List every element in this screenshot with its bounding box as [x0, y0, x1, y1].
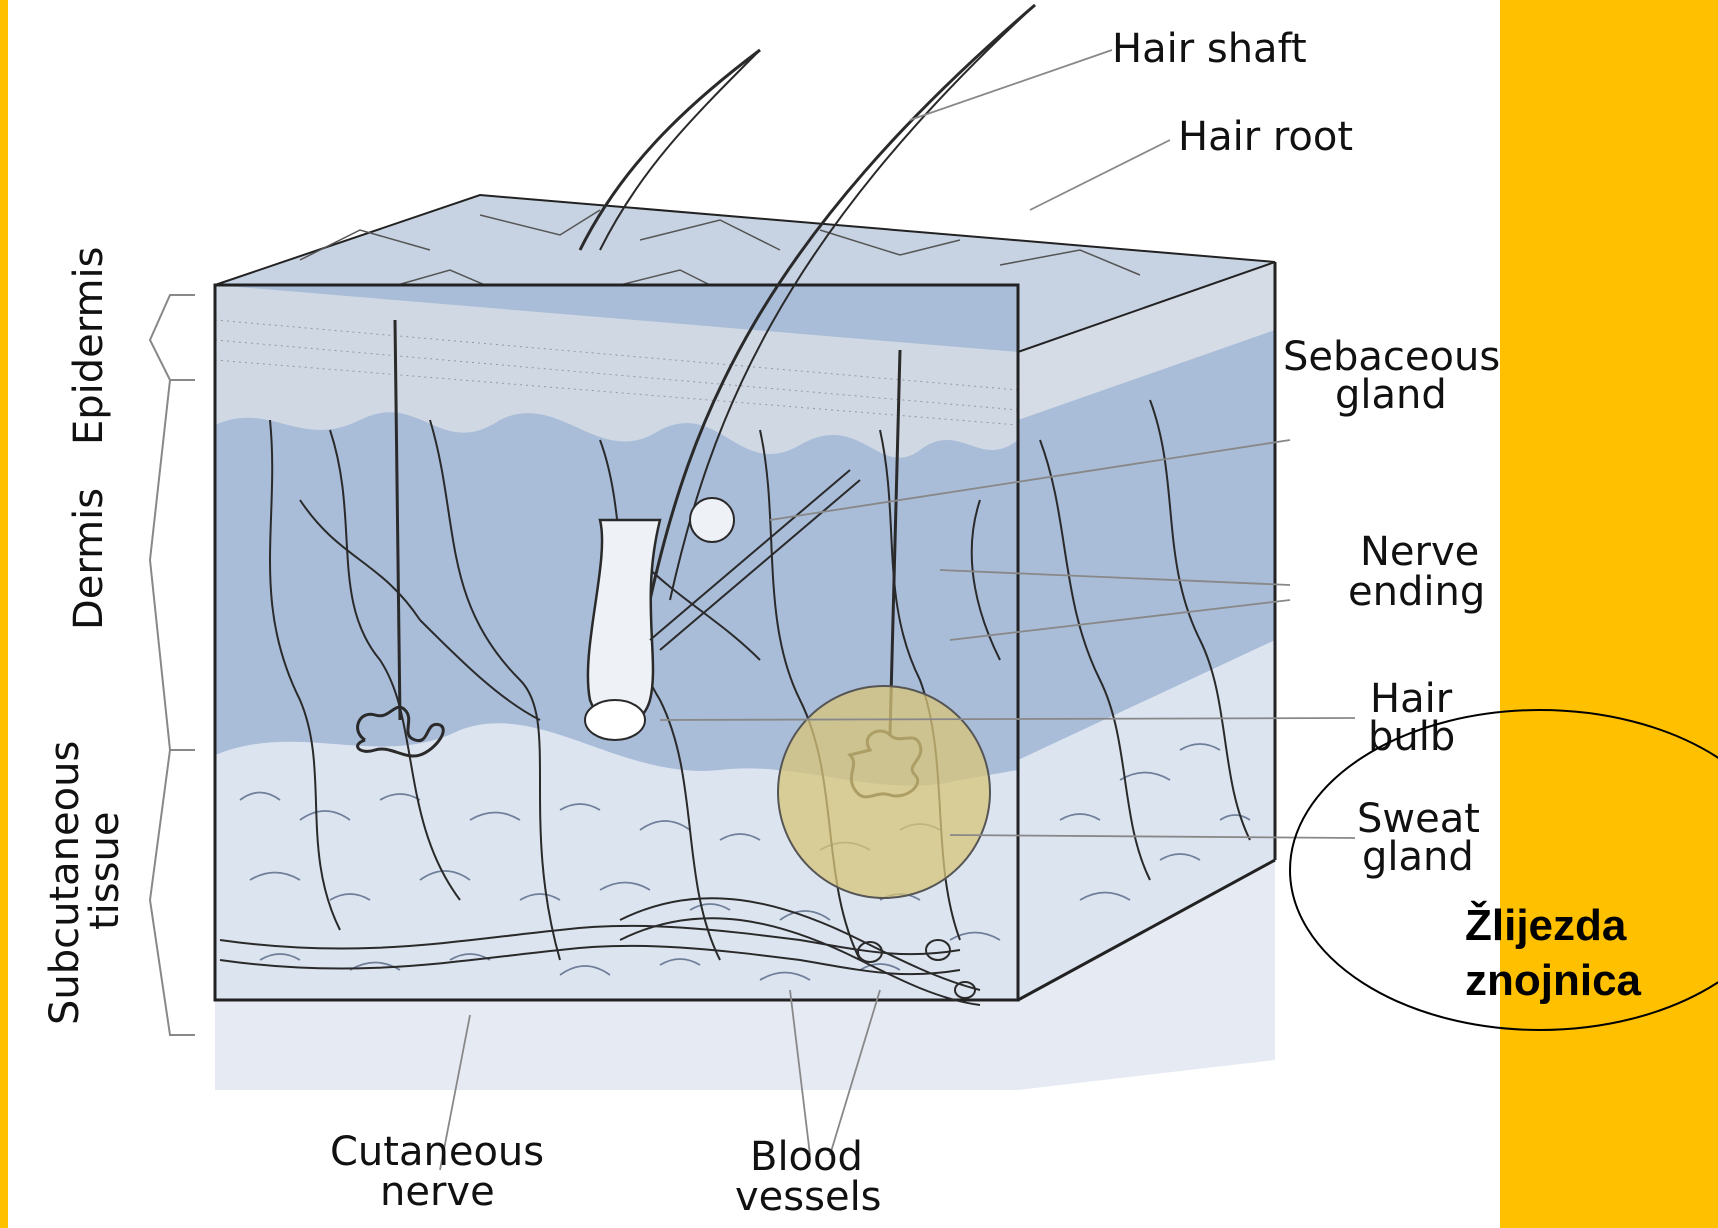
callout-line-2: znojnica [1465, 956, 1642, 1005]
label-hair-shaft: Hair shaft [1112, 26, 1307, 72]
label-gland-2: gland [1362, 834, 1474, 880]
sweat-gland-highlight [778, 686, 990, 898]
label-dermis: Dermis [66, 488, 112, 630]
callout-line-1: Žlijezda [1465, 900, 1627, 950]
label-gland-1: gland [1335, 372, 1447, 418]
label-vessels: vessels [735, 1174, 882, 1220]
label-ending: ending [1348, 569, 1485, 615]
label-nerve-bottom: nerve [380, 1169, 495, 1215]
label-hair-root: Hair root [1178, 114, 1353, 160]
label-epidermis: Epidermis [66, 247, 112, 445]
label-tissue: tissue [82, 812, 128, 930]
label-bulb: bulb [1368, 714, 1455, 760]
